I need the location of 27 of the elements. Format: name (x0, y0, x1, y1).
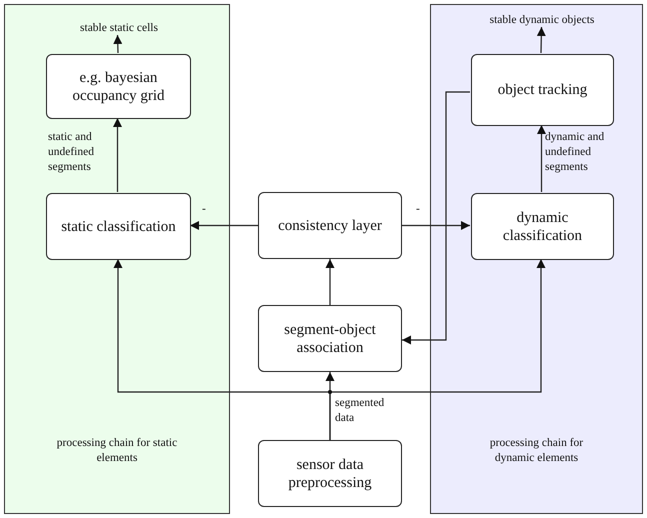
arrow (326, 259, 334, 305)
panel-title: processing chain for dynamic elements (488, 436, 584, 466)
arrow (536, 26, 546, 54)
process-box: object tracking (471, 54, 614, 126)
arrow (113, 118, 122, 192)
process-box: dynamic classification (471, 193, 614, 260)
edge-label: static and undefined segments (48, 130, 95, 175)
panel (430, 4, 643, 514)
process-box: segment-object association (258, 305, 402, 372)
process-box: consistency layer (258, 192, 402, 259)
arrow (402, 221, 470, 230)
process-box: sensor data preprocessing (258, 440, 402, 507)
arrow (402, 91, 470, 344)
output-label: stable dynamic objects (482, 11, 602, 28)
arrow (537, 125, 546, 192)
panel (4, 4, 230, 514)
arrow (113, 34, 122, 54)
arrow (329, 259, 546, 440)
process-box: static classification (46, 193, 191, 260)
edge-label: - (416, 202, 421, 217)
process-box: e.g. bayesian occupancy grid (46, 54, 191, 119)
edge-label: dynamic and undefined segments (545, 130, 606, 175)
edge-label: - (202, 202, 207, 217)
output-label: stable static cells (69, 19, 169, 36)
edge-label: segmented data (335, 396, 386, 426)
panel-title: processing chain for static elements (56, 436, 178, 466)
arrow (190, 221, 258, 230)
